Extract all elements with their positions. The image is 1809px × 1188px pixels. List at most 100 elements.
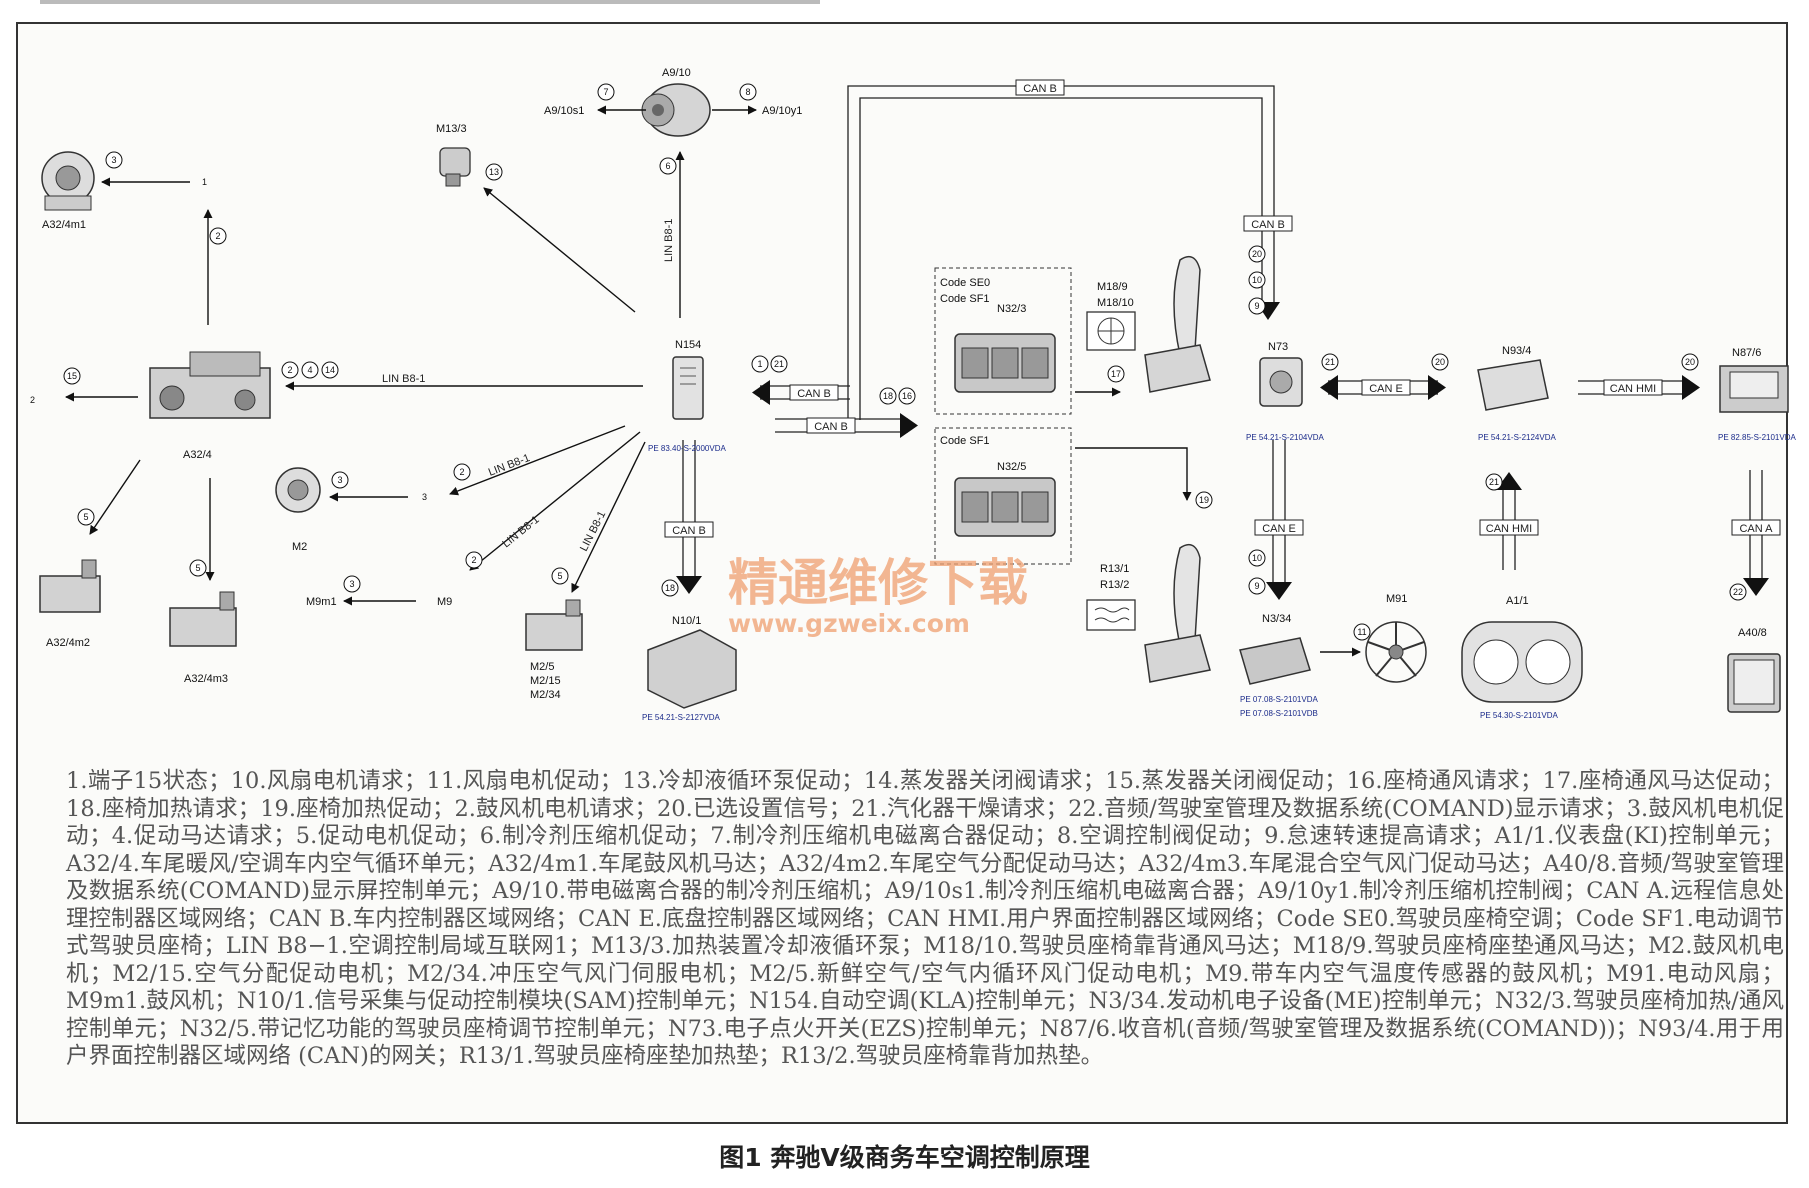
label-m2-15: M2/15 — [530, 675, 561, 687]
bus-arrowheads — [676, 302, 1769, 600]
signal-5-a: 5 — [557, 571, 562, 581]
plain-numbers: 1 2 3 — [30, 177, 427, 502]
code-se0-box — [934, 267, 1072, 415]
electric-fan-m91-icon — [1365, 621, 1427, 683]
climate-control-unit-n154-icon — [672, 356, 704, 420]
can-b-label-mid: CAN B — [814, 421, 848, 433]
lin-label-compressor: LIN B8-1 — [663, 219, 675, 262]
blower-motor-m2-icon — [275, 467, 321, 513]
bus-lines — [682, 85, 1763, 590]
signal-10-a: 10 — [1252, 275, 1262, 285]
signal-2-c: 2 — [459, 467, 464, 477]
label-a9-10y1: A9/10y1 — [762, 105, 802, 117]
signal-3-c: 3 — [349, 579, 354, 589]
seat-ventilation-fan-icon — [1086, 311, 1136, 351]
seat-heater-icon — [1086, 599, 1136, 631]
label-r13-1: R13/1 — [1100, 563, 1129, 575]
signal-9-b: 9 — [1254, 581, 1259, 591]
label-n93-4: N93/4 — [1502, 345, 1531, 357]
sam-module-n10-1-icon — [647, 629, 737, 709]
signal-21-c: 21 — [1489, 477, 1499, 487]
gateway-n93-4-icon — [1477, 359, 1549, 411]
ignition-switch-n73-icon — [1259, 357, 1303, 407]
signal-1: 1 — [757, 359, 762, 369]
label-m18-9: M18/9 — [1097, 281, 1128, 293]
signal-11: 11 — [1357, 627, 1366, 637]
label-code-se0: Code SE0 — [940, 277, 990, 289]
plain-number-2: 2 — [30, 395, 35, 405]
label-code-sf1-bottom: Code SF1 — [940, 435, 990, 447]
instrument-cluster-a1-1-icon — [1461, 621, 1583, 703]
component-labels: A32/4m1 A9/10 A9/10s1 A9/10y1 M13/3 N154… — [42, 67, 1767, 701]
lin-label-m9: LIN B8-1 — [500, 514, 541, 551]
label-a9-10: A9/10 — [662, 67, 691, 79]
cropped-header-strip — [0, 0, 1809, 16]
ac-control-diagram: CAN B CAN B CAN B CAN B CAN B CAN E CAN … — [30, 67, 1796, 722]
display-a40-8-icon — [1727, 653, 1781, 713]
signal-2-a: 2 — [215, 231, 220, 241]
actuator-m2-5-icon — [525, 599, 583, 651]
can-a-label: CAN A — [1739, 523, 1773, 535]
ref-a1-1: PE 54.30-S-2101VDA — [1480, 711, 1558, 720]
signal-21-b: 21 — [1325, 357, 1335, 367]
can-hmi-label-vertical: CAN HMI — [1486, 523, 1532, 535]
ref-n3-34-a: PE 07.08-S-2101VDA — [1240, 695, 1318, 704]
can-b-label-top: CAN B — [1023, 83, 1057, 95]
label-r13-2: R13/2 — [1100, 579, 1129, 591]
signal-circles — [63, 83, 1747, 641]
label-n73: N73 — [1268, 341, 1288, 353]
cropped-header-decoration — [40, 0, 820, 4]
diagram-frame — [16, 22, 1788, 1124]
label-n3-34: N3/34 — [1262, 613, 1291, 625]
label-a1-1: A1/1 — [1506, 595, 1529, 607]
legend-text: 1.端子15状态；10.风扇电机请求；11.风扇电机促动；13.冷却液循环泵促动… — [66, 768, 1784, 1069]
signal-21-a: 21 — [774, 359, 784, 369]
blower-motor-a32-4m1-icon — [41, 151, 95, 211]
label-m13-3: M13/3 — [436, 123, 467, 135]
signal-16: 16 — [902, 391, 912, 401]
label-a32-4: A32/4 — [183, 449, 212, 461]
can-b-label-down: CAN B — [672, 525, 706, 537]
label-m2-5: M2/5 — [530, 661, 554, 673]
signal-7: 7 — [603, 87, 608, 97]
label-m2-34: M2/34 — [530, 689, 561, 701]
watermark-url: www.gzweix.com — [728, 609, 970, 638]
ref-n3-34-b: PE 07.08-S-2101VDB — [1240, 709, 1318, 718]
signal-4: 4 — [307, 365, 312, 375]
figure-caption: 图1 奔驰V级商务车空调控制原理 — [719, 1143, 1090, 1172]
signal-5-c: 5 — [195, 563, 200, 573]
signal-17: 17 — [1111, 369, 1121, 379]
label-m18-10: M18/10 — [1097, 297, 1134, 309]
signal-20-a: 20 — [1252, 249, 1262, 259]
seat-module-n32-3-icon — [954, 333, 1056, 393]
actuator-a32-4m2-icon — [39, 559, 101, 613]
signal-22: 22 — [1733, 587, 1743, 597]
signal-9-a: 9 — [1254, 301, 1259, 311]
label-a32-4m2: A32/4m2 — [46, 637, 90, 649]
ref-n93-4: PE 54.21-S-2124VDA — [1478, 433, 1556, 442]
signal-numbers: 3 2 15 2 4 14 7 8 6 13 2 3 2 3 5 5 5 1 2… — [67, 87, 1743, 637]
signal-5-b: 5 — [83, 512, 88, 522]
ref-n87-6: PE 82.85-S-2101VDA — [1718, 433, 1796, 442]
hvac-unit-a32-4-icon — [149, 351, 271, 419]
plain-number-3: 3 — [422, 492, 427, 502]
label-n154: N154 — [675, 339, 701, 351]
signal-6: 6 — [665, 161, 670, 171]
lin-label-m2-5: LIN B8-1 — [578, 509, 608, 553]
label-a32-4m1: A32/4m1 — [42, 219, 86, 231]
engine-ecu-n3-34-icon — [1239, 637, 1311, 685]
can-e-label-horizontal: CAN E — [1369, 383, 1403, 395]
radio-n87-6-icon — [1719, 365, 1789, 413]
label-a40-8: A40/8 — [1738, 627, 1767, 639]
signal-2-b: 2 — [287, 365, 292, 375]
signal-3-a: 3 — [111, 155, 116, 165]
seat-module-n32-5-icon — [954, 477, 1056, 537]
signal-8: 8 — [745, 87, 750, 97]
signal-13: 13 — [489, 167, 499, 177]
code-sf1-box — [934, 427, 1072, 565]
label-m9: M9 — [437, 596, 452, 608]
ref-n10-1: PE 54.21-S-2127VDA — [642, 713, 720, 722]
lin-label-m2: LIN B8-1 — [487, 452, 532, 479]
label-m9m1: M9m1 — [306, 596, 337, 608]
signal-arrows — [65, 105, 1361, 657]
